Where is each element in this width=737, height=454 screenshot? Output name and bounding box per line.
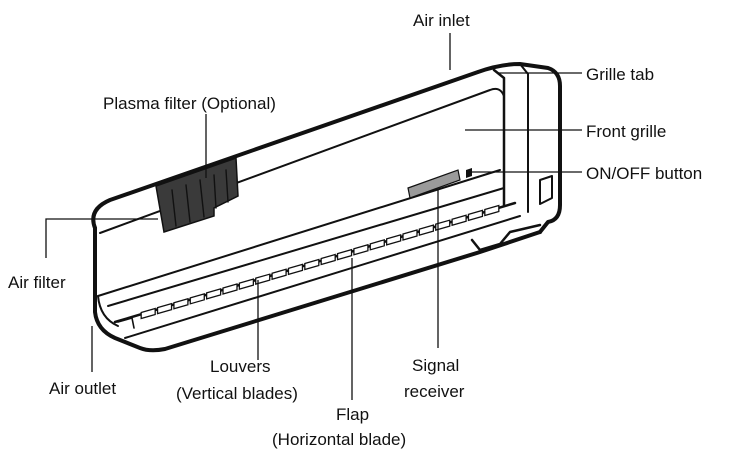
label-louvers-sub: (Vertical blades) (176, 384, 298, 403)
louver-blade (222, 283, 238, 295)
louver-blade (369, 238, 385, 251)
on-off-button[interactable] (466, 168, 472, 178)
louver-blade (189, 292, 205, 305)
louver-blade (304, 258, 320, 271)
louver-blade (484, 204, 500, 217)
louver-blade (385, 234, 402, 246)
louver-blade (320, 253, 336, 266)
leader-lines (45, 33, 582, 400)
label-louvers: Louvers (210, 357, 270, 376)
louver-blade (140, 307, 156, 320)
label-air-filter: Air filter (8, 273, 66, 292)
louvers (140, 204, 500, 320)
louver-blade (238, 278, 255, 290)
louver-blade (467, 209, 484, 222)
louver-blade (173, 297, 189, 310)
louver-blade (336, 248, 353, 261)
label-grille-tab: Grille tab (586, 65, 654, 84)
louver-blade (271, 268, 287, 281)
label-flap: Flap (336, 405, 369, 424)
louver-blade (353, 243, 369, 256)
label-air-outlet: Air outlet (49, 379, 116, 398)
louver-blade (418, 224, 435, 236)
louver-blade (451, 214, 467, 227)
signal-receiver (407, 169, 461, 199)
label-front-grille: Front grille (586, 122, 666, 141)
louver-blade (255, 273, 271, 286)
louver-blade (156, 302, 173, 315)
label-flap-sub: (Horizontal blade) (272, 430, 406, 449)
label-signal-sub: receiver (404, 382, 465, 401)
louver-blade (435, 219, 451, 232)
plasma-filter (155, 156, 239, 233)
label-on-off-button: ON/OFF button (586, 164, 702, 183)
label-plasma-filter: Plasma filter (Optional) (103, 94, 276, 113)
label-air-inlet: Air inlet (413, 11, 470, 30)
louver-blade (402, 229, 418, 241)
louver-blade (287, 263, 304, 276)
label-signal: Signal (412, 356, 459, 375)
louver-blade (205, 288, 222, 300)
